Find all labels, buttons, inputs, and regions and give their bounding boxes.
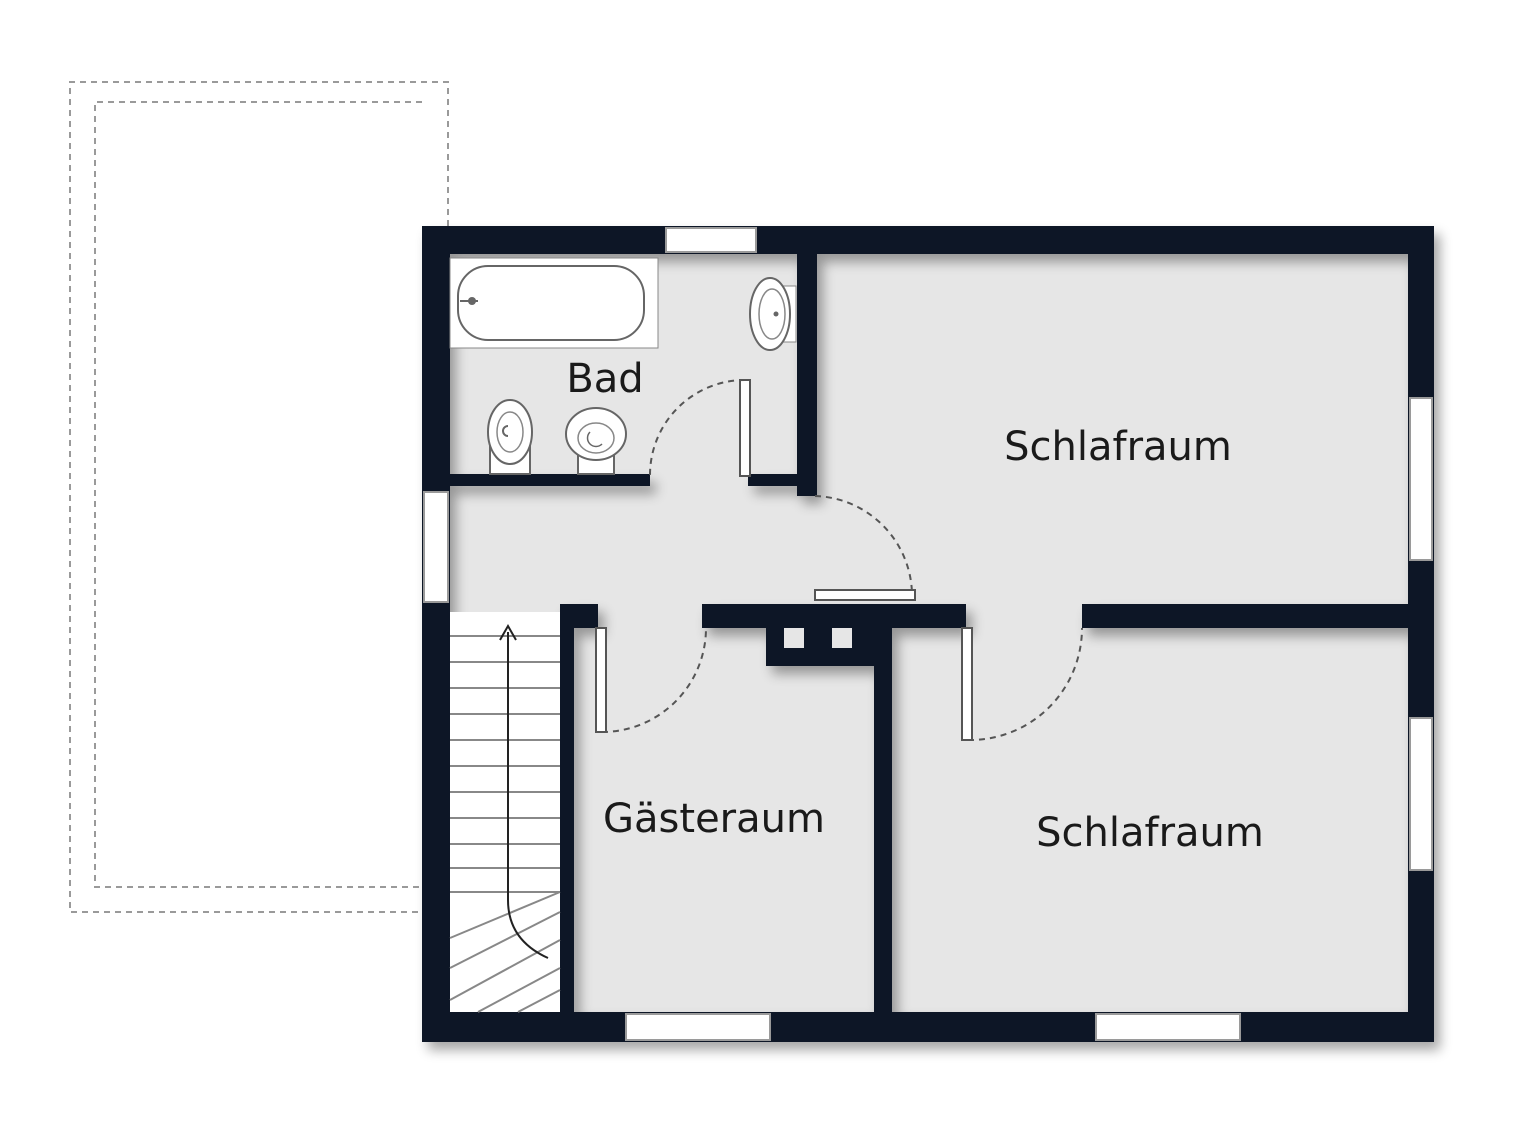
window-left (423, 491, 449, 603)
window-right-lower (1409, 717, 1433, 871)
bathtub-icon (449, 257, 659, 349)
door-leaf-guestroom (595, 627, 607, 733)
room-label-gaesteraum: Gästeraum (603, 796, 825, 842)
door-leaf-bedroom-bottom (961, 627, 973, 741)
window-top (665, 227, 757, 253)
door-leaf-bathroom (739, 379, 751, 477)
sink-icon (749, 277, 797, 351)
window-bottom-left (625, 1013, 771, 1041)
dashed-outline-area (69, 81, 449, 913)
doors (595, 379, 1083, 742)
windows (423, 227, 1433, 1041)
staircase-icon (449, 612, 561, 1013)
chimney-flue (832, 628, 852, 648)
room-label-schlafraum-top: Schlafraum (1004, 424, 1232, 470)
room-label-bad: Bad (566, 356, 643, 402)
door-leaf-bedroom-top (814, 589, 916, 601)
room-label-schlafraum-bottom: Schlafraum (1036, 810, 1264, 856)
bidet-icon (487, 399, 533, 475)
window-right-upper (1409, 397, 1433, 561)
window-bottom-right (1095, 1013, 1241, 1041)
walls (422, 226, 1434, 1042)
toilet-icon (565, 407, 627, 475)
chimney-flue (784, 628, 804, 648)
